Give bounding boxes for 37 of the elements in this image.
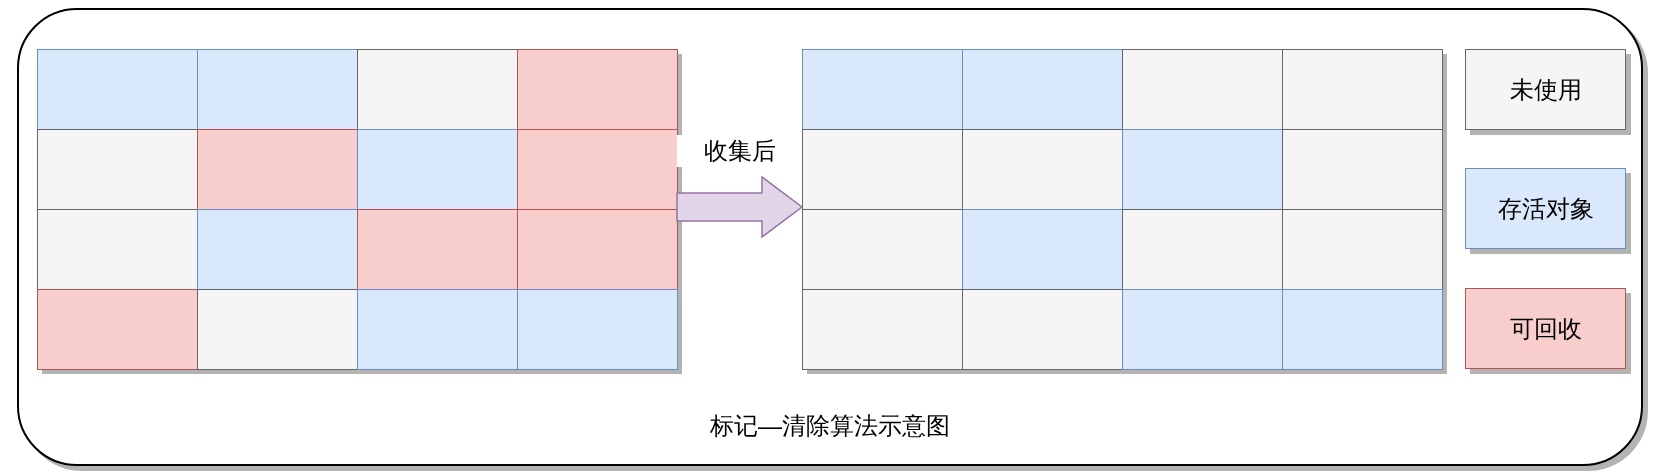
memory-cell (802, 129, 963, 210)
caption-text: 标记—清除算法示意图 (709, 411, 951, 441)
memory-cell (1282, 209, 1443, 290)
legend-label: 可回收 (1508, 314, 1583, 344)
memory-cell (1282, 49, 1443, 130)
memory-cell (1282, 129, 1443, 210)
memory-cell (517, 289, 678, 370)
memory-cell (37, 289, 198, 370)
memory-cell (1122, 129, 1283, 210)
memory-cell (1122, 289, 1283, 370)
memory-cell (37, 209, 198, 290)
memory-cell (962, 129, 1123, 210)
memory-cell (517, 49, 678, 130)
memory-cell (802, 49, 963, 130)
memory-cell (802, 209, 963, 290)
block-arrow (676, 175, 804, 239)
memory-cell (197, 289, 358, 370)
memory-cell (357, 209, 518, 290)
memory-cell (197, 209, 358, 290)
memory-cell (357, 129, 518, 210)
memory-cell (197, 49, 358, 130)
memory-cell (1122, 209, 1283, 290)
memory-cell (1282, 289, 1443, 370)
memory-cell (962, 49, 1123, 130)
memory-cell (197, 129, 358, 210)
memory-cell (962, 209, 1123, 290)
memory-cell (37, 129, 198, 210)
memory-cell (517, 129, 678, 210)
memory-cell (357, 289, 518, 370)
legend-label: 存活对象 (1496, 194, 1595, 224)
memory-cell (517, 209, 678, 290)
legend-label: 未使用 (1508, 75, 1583, 105)
memory-cell (802, 289, 963, 370)
memory-cell (37, 49, 198, 130)
memory-cell (1122, 49, 1283, 130)
memory-cell (962, 289, 1123, 370)
memory-cell (357, 49, 518, 130)
